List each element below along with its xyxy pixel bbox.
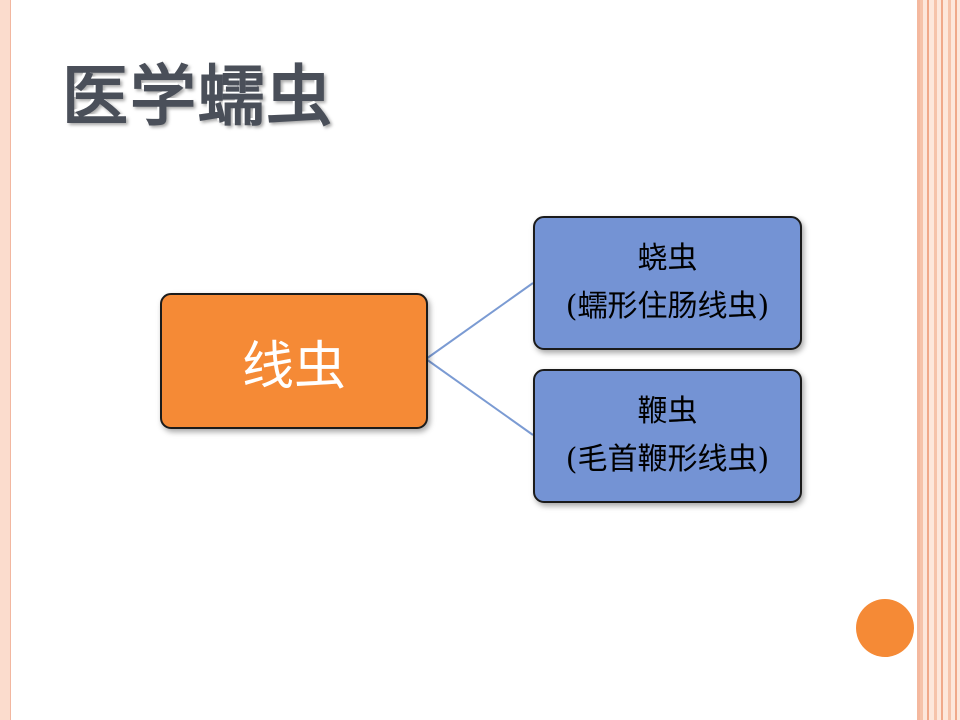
child-node-scientific-name: (蠕形住肠线虫) — [565, 289, 770, 324]
child-node-whipworm: 鞭虫 (毛首鞭形线虫) — [533, 369, 802, 503]
slide-right-border — [920, 0, 960, 720]
connector-root-to-child-2 — [425, 358, 534, 436]
slide-left-border — [0, 0, 11, 720]
root-node-label: 线虫 — [241, 336, 346, 397]
child-node-name: 鞭虫 — [637, 394, 698, 429]
decorative-circle — [856, 599, 914, 657]
root-node: 线虫 — [160, 293, 428, 429]
connector-root-to-child-1 — [425, 282, 534, 360]
child-node-name: 蛲虫 — [637, 241, 698, 276]
slide-right-border-line — [917, 0, 920, 720]
child-node-pinworm: 蛲虫 (蠕形住肠线虫) — [533, 216, 802, 350]
child-node-scientific-name: (毛首鞭形线虫) — [565, 442, 770, 477]
slide-title: 医学蠕虫 — [62, 58, 334, 135]
